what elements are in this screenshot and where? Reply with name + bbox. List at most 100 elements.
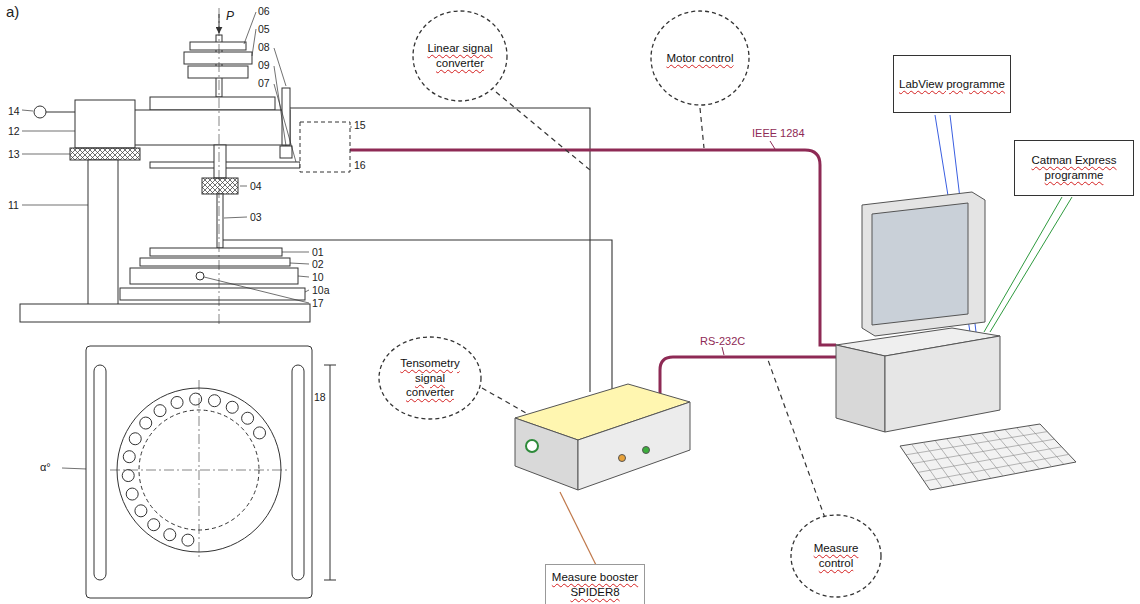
callout-number: 06	[258, 6, 270, 17]
spider8-amplifier-part	[619, 455, 626, 462]
machine-front-view-part	[140, 258, 290, 266]
machine-front-view-part	[280, 146, 292, 158]
ball-ring-part	[126, 488, 138, 500]
machine-front-view-part	[214, 145, 226, 178]
machine-front-view-part	[150, 248, 282, 256]
dashed-callout-leaders	[482, 92, 825, 518]
callout-leaders-part	[252, 29, 256, 56]
plain-heading: a)	[6, 4, 19, 20]
dashed-callout-leaders-part	[768, 360, 825, 518]
spider8-amplifier-part	[578, 402, 690, 490]
bubble-outline	[412, 10, 508, 102]
ball-ring-part	[242, 412, 254, 424]
machine-front-view-part	[34, 106, 46, 118]
callout-number: 03	[250, 212, 262, 223]
computer-part	[872, 203, 968, 325]
bubble-outline-part	[651, 11, 749, 105]
keyboard-keys	[906, 426, 1069, 488]
interface-name: RS-232C	[700, 336, 745, 348]
ball-ring-part	[226, 401, 238, 413]
callout-number: 17	[312, 298, 324, 309]
callout-leaders-part	[204, 277, 309, 303]
computer-part	[836, 345, 885, 432]
signal-bubble: Measure control	[790, 514, 882, 598]
signal-wires-part	[770, 141, 775, 149]
machine-front-view-part	[219, 8, 220, 326]
signal-wires-part	[560, 492, 596, 565]
node-label: Linear signal converter	[426, 41, 495, 71]
bubble-outline-part	[379, 337, 481, 419]
ball-ring-part	[154, 405, 166, 417]
callout-leaders-part	[22, 131, 75, 132]
machine-front-view-part	[188, 66, 248, 78]
machine-front-view-part	[196, 272, 204, 280]
machine-front-view-part	[202, 178, 238, 194]
callout-number: 08	[258, 42, 270, 53]
machine-front-view-part	[130, 268, 298, 284]
machine-front-view-part	[120, 288, 305, 300]
machine-front-view	[20, 8, 350, 326]
machine-plan-view-part	[86, 346, 312, 598]
callout-leaders-part	[22, 205, 88, 206]
interface-name: IEEE 1284	[752, 128, 805, 140]
box-outline-part	[1015, 141, 1134, 196]
ball-ring-part	[129, 433, 141, 445]
callout-number: 12	[8, 126, 20, 137]
box-outline-part	[894, 56, 1011, 113]
spider8-amplifier-part	[526, 440, 538, 452]
ball-ring-part	[148, 519, 160, 531]
machine-front-view-part	[190, 42, 246, 50]
ball-ring-part	[208, 395, 220, 407]
spider8-amplifier-part	[515, 418, 578, 490]
callout-number: 10a	[312, 285, 330, 296]
callout-leaders-part	[22, 110, 33, 111]
callout-number: 15	[354, 120, 366, 131]
ball-ring-part	[135, 505, 147, 517]
box-outline	[1014, 140, 1134, 196]
callout-number: 18	[314, 392, 326, 403]
callout-number: 02	[312, 259, 324, 270]
ball-ring-part	[122, 470, 134, 482]
ball-ring-part	[182, 534, 194, 546]
ball-ring-part	[123, 451, 135, 463]
computer-part	[885, 336, 1000, 432]
callout-leaders-part	[22, 154, 70, 155]
machine-front-view-part	[75, 100, 135, 148]
machine-front-view-part	[70, 148, 140, 160]
ball-ring-part	[171, 396, 183, 408]
callout-number: 16	[354, 160, 366, 171]
spider8-amplifier-part	[643, 447, 650, 454]
signal-bubble: Tensometry signal converter	[378, 336, 482, 420]
program-box: Measure booster SPIDER8	[545, 564, 645, 604]
machine-plan-view-part	[324, 365, 336, 580]
machine-front-view-part	[46, 112, 75, 113]
machine-front-view-part	[300, 122, 350, 172]
callout-number: 07	[258, 78, 270, 89]
callout-number: 14	[8, 106, 20, 117]
machine-plan-view-part	[292, 365, 304, 580]
machine-front-view-part	[130, 110, 290, 145]
program-box: LabView programme	[893, 55, 1011, 113]
bubble-outline	[790, 514, 882, 598]
machine-front-view-part	[20, 304, 310, 322]
signal-wires-part	[984, 197, 1072, 332]
machine-plan-view-part	[110, 470, 288, 471]
node-label: Measure booster SPIDER8	[551, 570, 639, 600]
box-outline-part	[546, 565, 645, 604]
bubble-outline-part	[413, 11, 507, 101]
callout-leaders-part	[298, 276, 309, 277]
machine-front-view-part	[217, 194, 223, 248]
machine-plan-view	[86, 346, 336, 598]
computer	[836, 192, 1076, 490]
dashed-callout-leaders-part	[496, 92, 590, 170]
angle-symbol: α°	[40, 462, 51, 474]
computer-part	[862, 192, 985, 336]
callout-number: 04	[250, 181, 262, 192]
machine-front-view-part	[150, 97, 275, 110]
machine-plan-view-part	[199, 380, 200, 560]
callout-leaders-part	[240, 186, 247, 187]
node-label: LabView programme	[899, 77, 1005, 92]
callout-number: 13	[8, 149, 20, 160]
callout-number: 11	[8, 200, 19, 211]
signal-wires-part	[350, 150, 836, 345]
